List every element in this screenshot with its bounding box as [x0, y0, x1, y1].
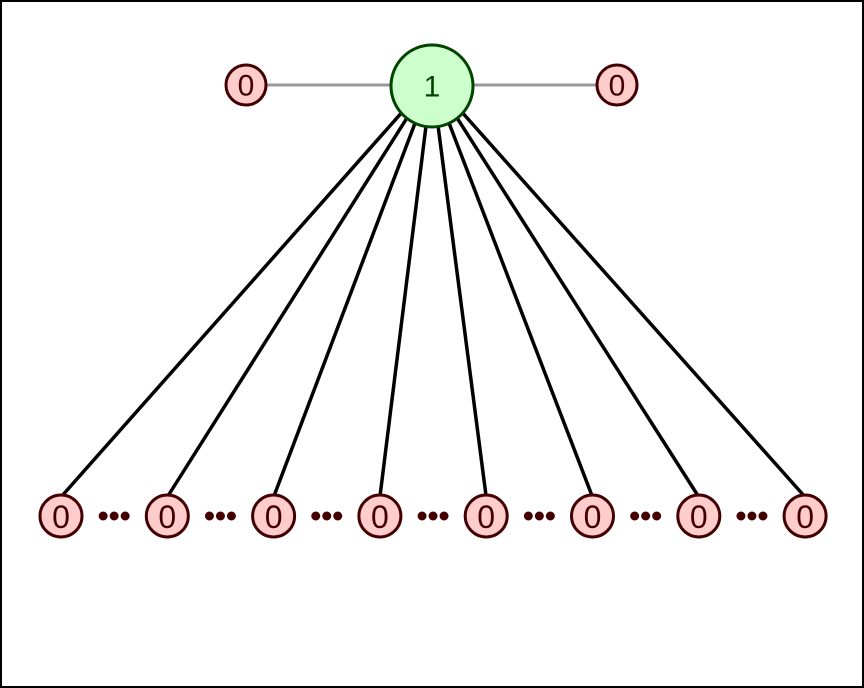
- side-node: 0: [224, 63, 268, 107]
- bottom-node-circle: [782, 493, 828, 539]
- side-node-circle: [224, 63, 268, 107]
- bottom-node-label: 0: [371, 499, 389, 535]
- bottom-node-label: 0: [265, 499, 283, 535]
- ellipsis-dot: [747, 511, 757, 521]
- ellipsis-dot: [120, 511, 130, 521]
- ellipsis-dot: [98, 511, 108, 521]
- bottom-node-label: 0: [477, 499, 495, 535]
- ellipsis-dot: [215, 511, 225, 521]
- ellipsis-dot: [736, 511, 746, 521]
- ellipsis-dot: [204, 511, 214, 521]
- fan-edge: [165, 109, 414, 498]
- ellipsis-dot: [534, 511, 544, 521]
- hub-node-circle: [389, 43, 475, 129]
- bottom-node-circle: [144, 493, 190, 539]
- bottom-node-circle: [463, 493, 509, 539]
- fan-edge: [458, 108, 807, 499]
- side-node-label: 0: [238, 70, 255, 103]
- ellipsis-dot: [311, 511, 321, 521]
- ellipsis-dot: [523, 511, 533, 521]
- fan-edge: [434, 109, 488, 498]
- bottom-node: 0: [357, 493, 403, 539]
- bottom-node-label: 0: [52, 499, 70, 535]
- bottom-node: 0: [570, 493, 615, 539]
- side-node-circle: [595, 63, 639, 107]
- fan-edge: [442, 109, 595, 498]
- ellipsis-dot: [630, 511, 640, 521]
- side-node: 0: [595, 63, 639, 107]
- bottom-node: 0: [38, 493, 84, 539]
- bottom-node: 0: [251, 493, 297, 539]
- ellipsis-dot: [758, 511, 768, 521]
- fan-edge: [59, 108, 406, 499]
- bottom-node: 0: [463, 493, 509, 539]
- side-node-label: 0: [609, 70, 626, 103]
- ellipsis-dot: [109, 511, 119, 521]
- bottom-node-circle: [251, 493, 297, 539]
- fan-edge: [378, 109, 430, 498]
- bottom-node-circle: [676, 493, 722, 539]
- bottom-node-circle: [570, 493, 615, 539]
- ellipsis-dot: [226, 511, 236, 521]
- bottom-node-label: 0: [158, 499, 176, 535]
- edges-layer: [59, 83, 807, 499]
- ellipsis-dot: [652, 511, 662, 521]
- ellipsis-dot: [641, 511, 651, 521]
- bottom-node: 0: [782, 493, 828, 539]
- ellipsis-layer: [98, 511, 768, 521]
- fan-edge: [450, 109, 701, 498]
- ellipsis-dot: [322, 511, 332, 521]
- ellipsis-dot: [428, 511, 438, 521]
- bottom-node: 0: [676, 493, 722, 539]
- ellipsis-dot: [545, 511, 555, 521]
- bottom-node-label: 0: [690, 499, 708, 535]
- nodes-layer: 1 0 0 0 0 0 0 0 0 0 0: [38, 43, 828, 539]
- hub-node-label: 1: [424, 71, 441, 104]
- bottom-node-circle: [38, 493, 84, 539]
- bottom-node: 0: [144, 493, 190, 539]
- fan-edge: [271, 109, 422, 498]
- bottom-node-label: 0: [796, 499, 814, 535]
- ellipsis-dot: [439, 511, 449, 521]
- hub-node: 1: [389, 43, 475, 129]
- bottom-node-label: 0: [584, 499, 602, 535]
- ellipsis-dot: [333, 511, 343, 521]
- ellipsis-dot: [417, 511, 427, 521]
- bottom-node-circle: [357, 493, 403, 539]
